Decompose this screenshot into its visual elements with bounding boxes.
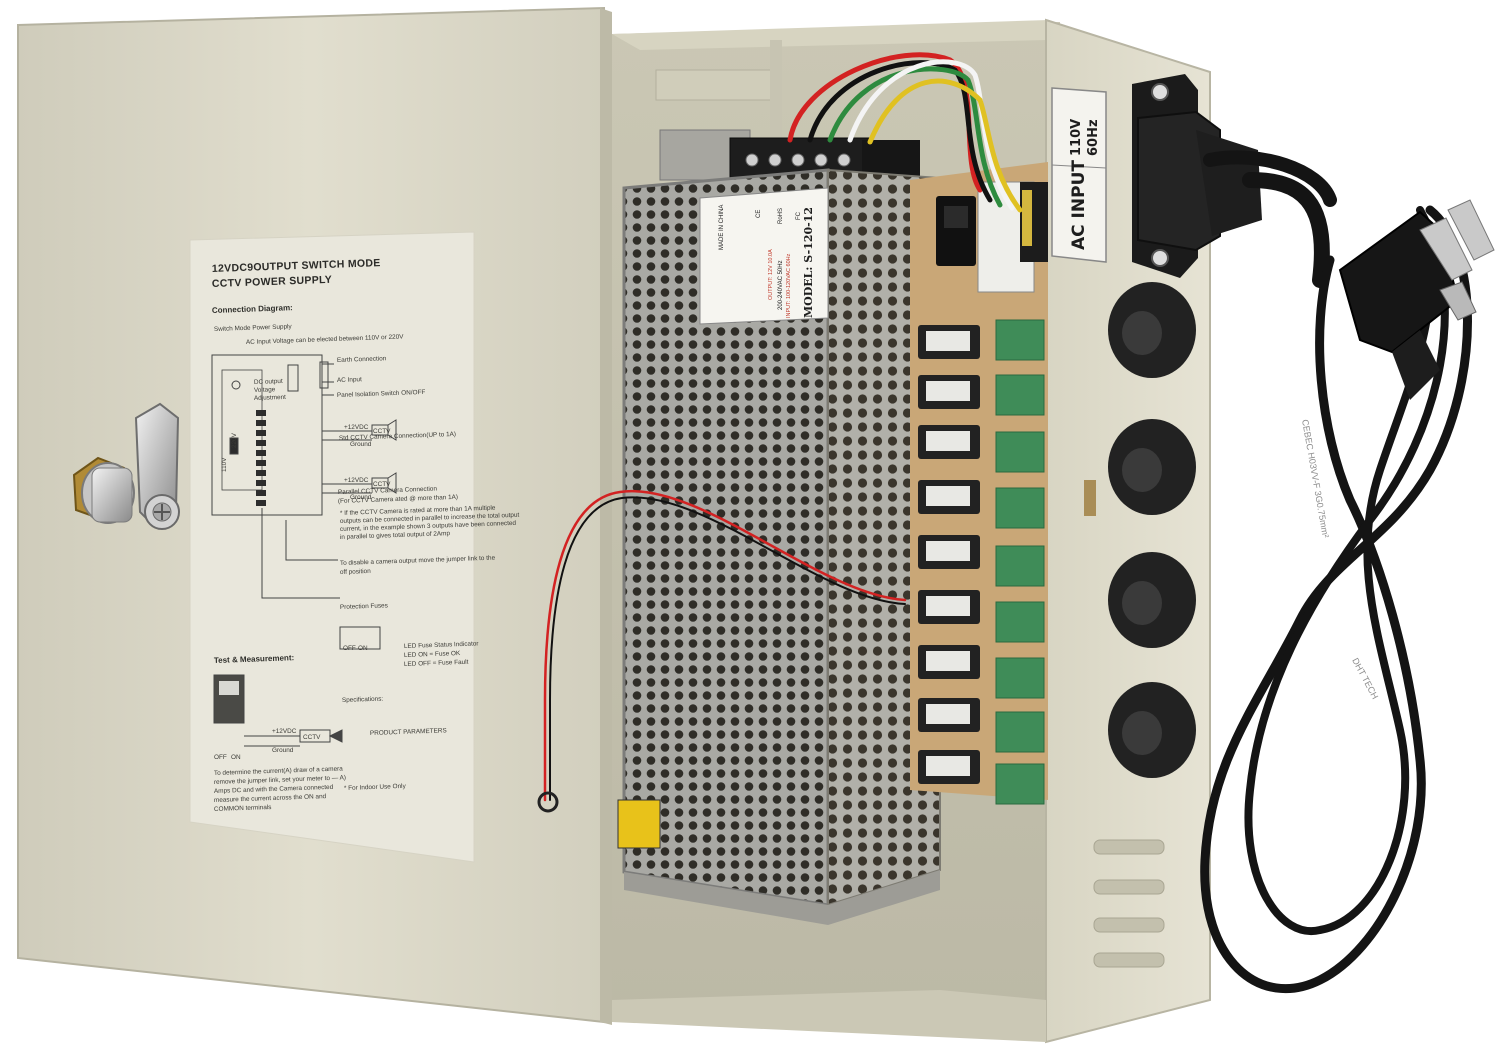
psu-fc: FC <box>796 211 802 220</box>
ground-label-2: Ground <box>350 494 372 501</box>
psu-input-1: INPUT: 100-120VAC 60Hz <box>786 253 792 318</box>
parallel-connection-label: Parallel CCTV Camera Connection <box>338 486 438 496</box>
side-hinge-slot <box>1084 480 1096 516</box>
cctv-label-3: CCTV <box>303 734 321 741</box>
disable-text-2: off position <box>340 568 371 576</box>
output-channel <box>918 319 1045 361</box>
determine-text-4: measure the current across the ON and <box>214 793 327 804</box>
determine-text-3: Amps DC and with the Camera connected <box>214 784 334 795</box>
on-label: ON <box>358 645 368 652</box>
diagram-small-labels: 220V 110V +12VDC Ground CCTV +12VDC Grou… <box>214 424 391 761</box>
plus12vdc-label-1: +12VDC <box>344 424 369 431</box>
psu-ce: CE <box>756 210 762 218</box>
parallel-note: (For CCTV Camera ated @ more than 1A) <box>338 494 458 505</box>
protection-fuses-label: Protection Fuses <box>340 602 388 611</box>
connection-diagram-heading: Connection Diagram: <box>212 303 293 315</box>
cctv-label-2: CCTV <box>373 481 391 488</box>
output-channel <box>918 645 1045 699</box>
rating-v-text: 110V <box>1069 119 1084 156</box>
psu-input-2: 200-240VAC 50Hz <box>778 260 784 310</box>
output-channel <box>918 535 1045 587</box>
ac-input-text: AC INPUT <box>1069 160 1089 250</box>
determine-text-2: remove the jumper link, set your meter t… <box>214 774 346 786</box>
output-channel <box>918 374 1045 416</box>
on-label-test: ON <box>231 754 241 761</box>
ac-input-label: AC Input <box>337 376 362 384</box>
off-label-test: OFF <box>214 754 227 761</box>
psu-made-in: MADE IN CHINA <box>719 205 725 250</box>
output-channels <box>918 319 1045 805</box>
adjustment-label: Adjustment <box>254 394 286 402</box>
earth-connection-label: Earth Connection <box>337 355 387 364</box>
cord-print-1: DHT TECH <box>1350 656 1380 701</box>
determine-text-1: To determine the current(A) draw of a ca… <box>214 765 344 777</box>
voltage-label: Voltage <box>254 386 276 394</box>
psu-rohs: RoHS <box>778 208 784 224</box>
led-off-label: LED OFF = Fuse Fault <box>404 659 469 668</box>
plug-icon <box>1338 199 1495 400</box>
output-channel <box>918 750 1045 805</box>
v220-label: 220V <box>231 432 238 448</box>
plus12vdc-label-3: +12VDC <box>272 728 297 735</box>
door-title: 12VDC9OUTPUT SWITCH MODE <box>212 257 381 275</box>
led-on-label: LED ON = Fuse OK <box>404 650 461 659</box>
door-subtitle: CCTV POWER SUPPLY <box>212 274 333 290</box>
product-parameters-label: PRODUCT PARAMETERS <box>370 727 447 737</box>
cable-grommets <box>1108 282 1196 778</box>
plus12vdc-label-2: +12VDC <box>344 477 369 484</box>
psu-spec-label: MODEL: S-120-12 INPUT: 100-120VAC 60Hz 2… <box>699 187 829 325</box>
specifications-label: Specifications: <box>342 696 384 704</box>
output-channel <box>918 480 1045 529</box>
psu-model: MODEL: S-120-12 <box>802 207 815 318</box>
warning-sticker <box>617 799 661 849</box>
v110-label: 110V <box>221 457 228 472</box>
ground-label-1: Ground <box>350 441 372 448</box>
connection-diagram <box>211 354 397 747</box>
wiring-label-sheet <box>189 231 475 863</box>
parallel-desc-4: in parallel to gives total output of 2Am… <box>340 530 451 541</box>
side-vents <box>1093 839 1165 968</box>
cctv-label-1: CCTV <box>373 428 391 435</box>
switch-mode-psu-label: Switch Mode Power Supply <box>214 323 293 333</box>
power-cord <box>1200 150 1472 994</box>
determine-text-5: COMMON terminals <box>214 804 272 813</box>
off-label: OFF <box>343 645 356 652</box>
output-channel <box>918 425 1045 473</box>
test-measurement-heading: Test & Measurement: <box>214 653 295 665</box>
led-status-label: LED Fuse Status Indicator <box>404 640 480 650</box>
output-channel <box>918 698 1045 753</box>
dc-output-label: DC output <box>254 378 283 386</box>
indoor-use-label: * For Indoor Use Only <box>344 783 407 792</box>
internal-wires <box>537 52 1023 813</box>
output-channel <box>918 590 1045 643</box>
panel-isolation-label: Panel Isolation Switch ON/OFF <box>337 389 426 399</box>
ground-label-3: Ground <box>272 747 294 754</box>
std-connection-label: Std CCTV Camera Connection(UP to 1A) <box>339 431 456 442</box>
cam-lock[interactable] <box>72 402 180 530</box>
ac-power-socket[interactable] <box>1132 74 1262 278</box>
psu-output: OUTPUT: 12V 10.0A <box>768 249 774 300</box>
rating-hz-text: 60Hz <box>1086 119 1101 156</box>
ac-input-plate: AC INPUT 110V 60Hz <box>1051 87 1107 263</box>
